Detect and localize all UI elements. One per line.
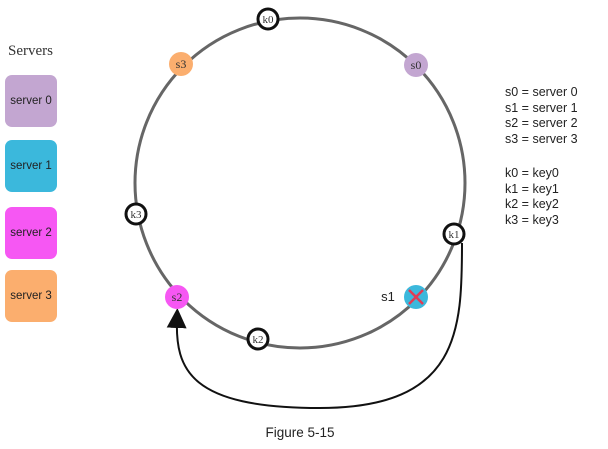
hash-ring — [133, 16, 467, 350]
server-0-box: server 0 — [5, 75, 57, 127]
server-1-label: server 1 — [10, 160, 52, 172]
server-node-s3-label: s3 — [176, 57, 187, 71]
server-node-s1: s1 — [381, 285, 428, 309]
server-2-box: server 2 — [5, 207, 57, 259]
server-node-s3: s3 — [169, 52, 193, 76]
server-3-label: server 3 — [10, 290, 52, 302]
key-node-k1: k1 — [442, 222, 466, 246]
figure-caption: Figure 5-15 — [265, 425, 335, 440]
removed-x-icon — [408, 289, 424, 305]
legend-entry: s1 = server 1 — [505, 100, 578, 115]
key-node-k3: k3 — [124, 202, 148, 226]
legend-entry: s2 = server 2 — [505, 116, 578, 130]
server-0-label: server 0 — [10, 95, 52, 107]
server-node-s1-label: s1 — [381, 289, 395, 304]
legend-entry: k2 = key2 — [505, 197, 559, 211]
reassignment-arrow — [166, 242, 463, 410]
key-legend: k0 = key0 k1 = key1 k2 = key2 k3 = key3 — [505, 166, 559, 228]
server-node-s2: s2 — [165, 285, 189, 309]
legend-entry: s0 = server 0 — [505, 85, 578, 99]
key-node-k0-label: k0 — [263, 14, 275, 26]
legend-entry: k3 = key3 — [505, 212, 559, 227]
server-node-s2-label: s2 — [172, 290, 183, 304]
legend-entry: k1 = key1 — [505, 181, 559, 196]
legend-entry: s3 = server 3 — [505, 131, 578, 146]
server-node-s0-label: s0 — [411, 58, 422, 72]
server-node-s0: s0 — [404, 53, 428, 77]
key-node-k2-label: k2 — [253, 334, 264, 346]
key-node-k3-label: k3 — [131, 209, 143, 221]
server-3-box: server 3 — [5, 270, 57, 322]
key-node-k2: k2 — [246, 327, 270, 351]
servers-title: Servers — [8, 43, 53, 59]
server-2-label: server 2 — [10, 227, 52, 239]
key-node-k1-label: k1 — [449, 229, 460, 241]
key-node-k0: k0 — [256, 7, 280, 31]
server-1-box: server 1 — [5, 140, 57, 192]
legend-entry: k0 = key0 — [505, 166, 559, 180]
server-legend: s0 = server 0 s1 = server 1 s2 = server … — [505, 85, 578, 147]
